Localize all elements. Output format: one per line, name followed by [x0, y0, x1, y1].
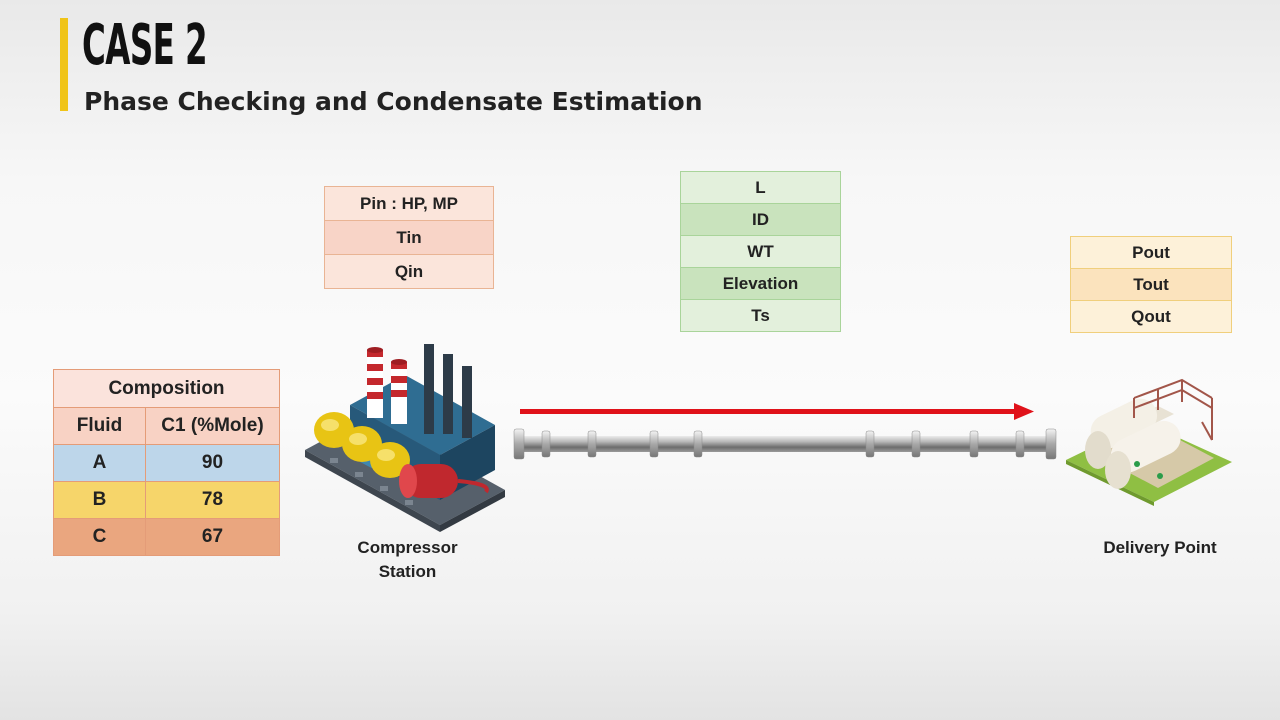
- flow-arrow: [520, 403, 1034, 420]
- compressor-station-label: Compressor Station: [340, 536, 475, 584]
- column-header-fluid: Fluid: [53, 407, 146, 445]
- title-accent-bar: [60, 18, 68, 111]
- composition-row: A 90: [53, 444, 280, 482]
- compressor-label-line1: Compressor: [357, 538, 458, 557]
- compressor-label-line2: Station: [378, 562, 437, 581]
- fluid-name: C: [53, 518, 146, 556]
- pipeline-parameters-table: L ID WT Elevation Ts: [680, 171, 841, 332]
- inlet-param-cell: Qin: [324, 254, 494, 289]
- composition-row: B 78: [53, 481, 280, 519]
- column-header-c1: C1 (%Mole): [145, 407, 280, 445]
- pipeline-param-cell: Ts: [680, 299, 841, 332]
- pipeline-param-cell: ID: [680, 203, 841, 236]
- c1-value: 90: [145, 444, 280, 482]
- pipeline-param-cell: WT: [680, 235, 841, 268]
- fluid-name: B: [53, 481, 146, 519]
- c1-value: 67: [145, 518, 280, 556]
- compressor-station-icon: [305, 344, 505, 532]
- outlet-param-cell: Qout: [1070, 300, 1232, 333]
- inlet-parameters-table: Pin : HP, MP Tin Qin: [324, 186, 494, 289]
- storage-tanks-icon: [1066, 378, 1232, 506]
- case-title: CASE 2: [82, 13, 208, 78]
- outlet-parameters-table: Pout Tout Qout: [1070, 236, 1232, 333]
- composition-row: C 67: [53, 518, 280, 556]
- pipeline-param-cell: L: [680, 171, 841, 204]
- outlet-param-cell: Pout: [1070, 236, 1232, 269]
- composition-title: Composition: [53, 369, 280, 408]
- composition-table: Composition Fluid C1 (%Mole) A 90 B 78 C…: [53, 369, 280, 556]
- inlet-param-cell: Pin : HP, MP: [324, 186, 494, 221]
- fluid-name: A: [53, 444, 146, 482]
- outlet-param-cell: Tout: [1070, 268, 1232, 301]
- delivery-point-label: Delivery Point: [1103, 538, 1217, 557]
- pipeline-icon: [513, 428, 1057, 460]
- c1-value: 78: [145, 481, 280, 519]
- inlet-param-cell: Tin: [324, 220, 494, 255]
- pipeline-param-cell: Elevation: [680, 267, 841, 300]
- case-subtitle: Phase Checking and Condensate Estimation: [84, 87, 703, 116]
